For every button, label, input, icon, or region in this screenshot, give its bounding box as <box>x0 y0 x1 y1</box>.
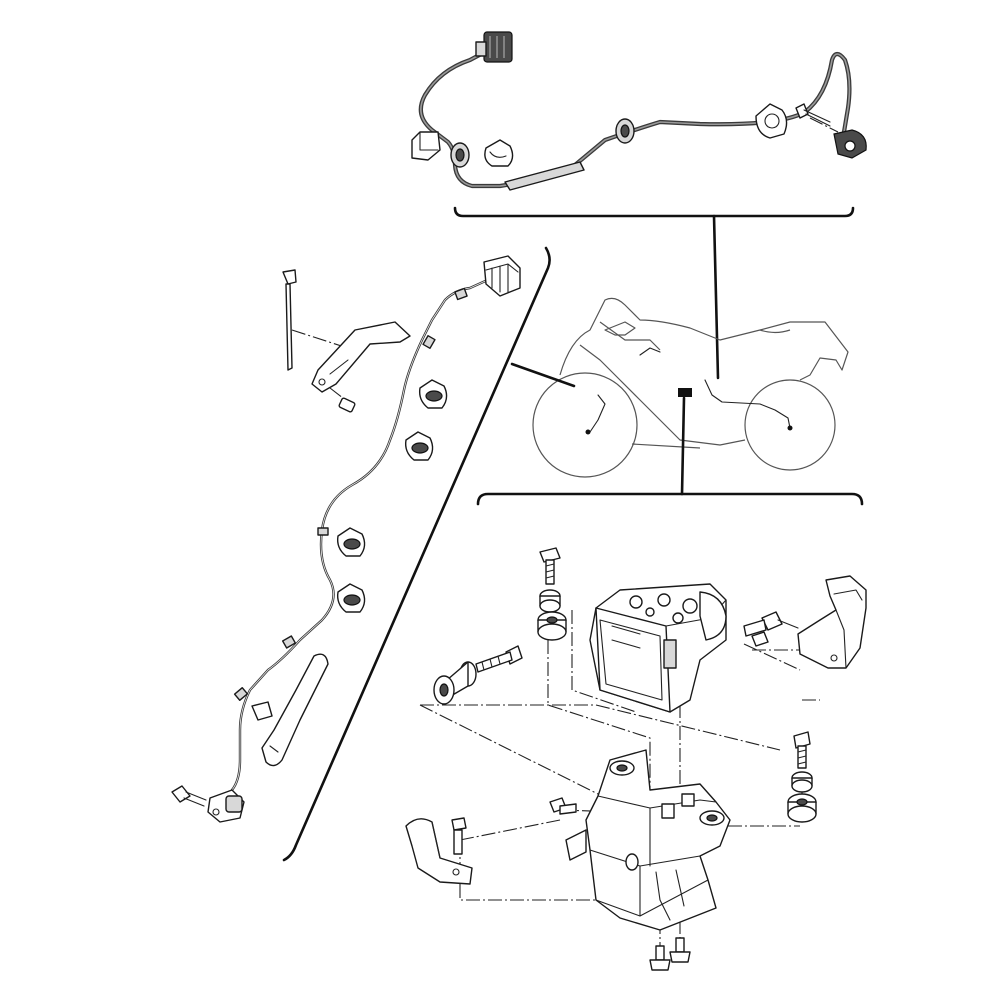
rear-harness-sleeve <box>504 161 585 191</box>
front-sensor-dot <box>585 429 591 435</box>
rear-wheel-outline <box>744 379 836 471</box>
abs-lower-left-bracket <box>405 818 473 885</box>
front-clamp-3 <box>336 527 366 557</box>
front-wheel-outline <box>532 372 638 478</box>
left-leader-line <box>510 362 576 388</box>
abs-upper-bracket-bolt <box>743 611 799 647</box>
front-clamp-4 <box>336 583 366 613</box>
abs-bottom-bolt-right <box>669 937 691 963</box>
abs-upper-bracket <box>797 575 867 669</box>
motorcycle-overview <box>510 297 849 496</box>
rear-wheel-sensor <box>833 129 867 159</box>
rear-sensor-bolt <box>795 103 839 133</box>
front-grommet-1 <box>454 287 468 301</box>
rear-sensor-harness-panel <box>411 31 867 380</box>
front-harness-connector <box>483 255 521 297</box>
front-grommet-4 <box>281 635 297 649</box>
top-panel-bracket <box>453 206 855 218</box>
front-sensor-wire <box>589 394 606 433</box>
top-leader-line <box>712 214 720 380</box>
front-grommet-2 <box>422 334 436 350</box>
front-clamp-1 <box>418 379 448 409</box>
headlight-outline <box>604 321 636 336</box>
rear-sensor-dot <box>787 425 793 431</box>
motorcycle-body-outline <box>559 297 849 449</box>
rear-sensor-wire <box>704 379 791 429</box>
abs-grommet-side <box>433 661 477 705</box>
abs-grommet-top <box>537 611 567 641</box>
cable-tie <box>282 269 361 371</box>
front-sensor-bracket <box>251 653 329 767</box>
bottom-panel-bracket <box>476 492 864 506</box>
front-grommet-3 <box>317 527 329 536</box>
front-sensor-bolt <box>171 785 207 807</box>
abs-hydraulic-unit <box>589 583 727 713</box>
front-clamp-2 <box>404 431 434 461</box>
harness-route <box>639 347 661 356</box>
front-grommet-5 <box>233 687 249 701</box>
abs-washer-top <box>539 589 561 613</box>
abs-unit-panel <box>405 492 867 971</box>
front-sensor-harness-panel <box>171 246 551 862</box>
rear-clamp-center <box>484 139 514 167</box>
abs-mounting-bracket <box>565 749 731 931</box>
rear-harness-grommet-1 <box>450 142 470 168</box>
rear-harness-connector <box>475 31 513 63</box>
rear-harness-grommet-2 <box>615 118 635 144</box>
rear-harness-cable-highlight <box>420 51 851 187</box>
abs-washer-right <box>791 771 813 793</box>
front-wheel-sensor <box>207 789 245 823</box>
rear-clamp-left <box>411 131 441 161</box>
left-panel-divider <box>282 246 551 862</box>
front-harness-bracket <box>311 321 411 403</box>
abs-mount-bolt-right <box>793 731 811 769</box>
bottom-leader-line <box>680 396 686 496</box>
abs-bracket-side-bolt <box>549 797 577 815</box>
abs-lower-left-bolt <box>451 817 467 855</box>
abs-grommet-right <box>787 793 817 823</box>
bracket-bolt <box>338 397 356 413</box>
abs-bottom-bolt-left <box>649 945 671 971</box>
abs-mount-bolt-side <box>475 645 523 673</box>
abs-mount-bolt-top <box>539 547 561 585</box>
abs-unit-marker <box>678 388 692 397</box>
rear-clamp-right <box>755 103 788 139</box>
